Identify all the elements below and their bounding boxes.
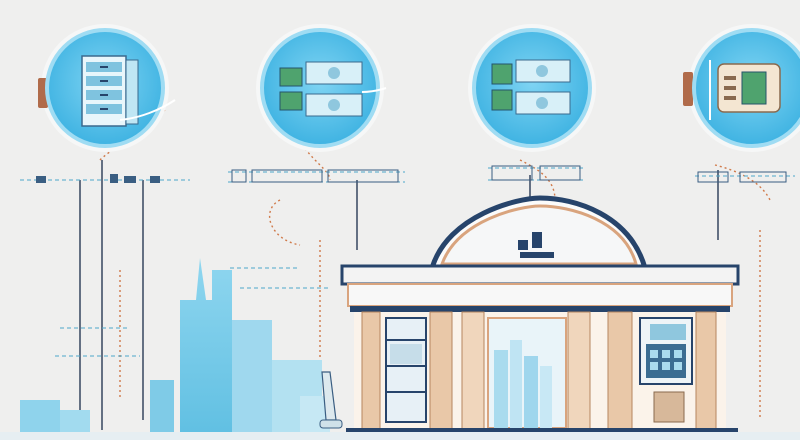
frieze	[347, 283, 733, 307]
node-circle-2	[256, 24, 387, 152]
column	[361, 311, 381, 431]
node-tab	[683, 72, 693, 106]
glyph	[36, 176, 46, 183]
node-circle-1	[38, 24, 176, 152]
node-disc	[260, 28, 380, 148]
skyline-block	[232, 320, 272, 440]
glyph	[124, 176, 136, 183]
node-circle-3	[468, 24, 596, 152]
city-skyline	[20, 258, 330, 440]
window-right	[639, 317, 693, 423]
bank-notes-icon	[491, 59, 571, 115]
entablature	[340, 264, 740, 286]
glyph	[739, 171, 787, 183]
glyph	[491, 165, 533, 181]
ground	[0, 432, 800, 440]
bank-notes-icon	[279, 61, 387, 117]
id-card-icon	[709, 60, 781, 120]
window-center	[487, 317, 567, 429]
node-circle-4	[683, 24, 800, 152]
file-cabinet-icon	[81, 55, 176, 127]
dotted-leader	[519, 159, 556, 201]
column	[695, 311, 717, 431]
glyph	[327, 169, 399, 183]
skyline-tower	[180, 258, 232, 440]
glyph	[110, 174, 118, 183]
glyph	[150, 176, 160, 183]
column	[429, 311, 453, 431]
column	[567, 311, 591, 431]
architrave	[350, 306, 730, 312]
skyline-block	[150, 380, 174, 440]
pen-icon	[319, 371, 343, 429]
dotted-leader	[714, 164, 771, 201]
bank-building	[340, 195, 740, 440]
column	[607, 311, 633, 431]
column	[461, 311, 485, 431]
glyph	[539, 165, 581, 181]
dotted-leader	[269, 199, 301, 246]
glyph	[251, 169, 323, 183]
glyph	[231, 169, 247, 183]
glyph	[697, 171, 729, 183]
node-disc	[472, 28, 592, 148]
bank-emblem-icon	[518, 232, 554, 258]
placeholder-glyphs	[36, 165, 787, 183]
window-left	[385, 317, 427, 423]
